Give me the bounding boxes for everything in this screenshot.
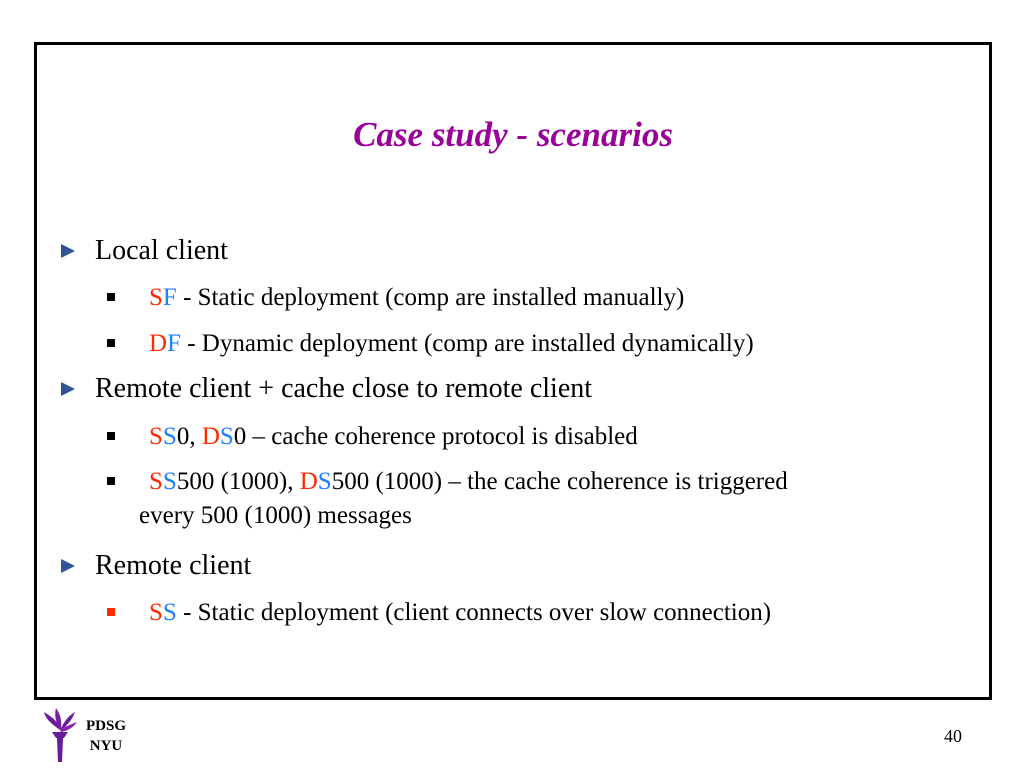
code-ds-part1: D xyxy=(299,468,318,495)
sub-bullet-text: - Dynamic deployment (comp are installed… xyxy=(180,330,754,357)
sub-bullet-text: - Static deployment (client connects ove… xyxy=(176,599,772,626)
sub-bullet-text: 500 (1000), xyxy=(176,468,300,495)
sub-bullet-text: 0, xyxy=(176,423,202,450)
square-bullet-icon xyxy=(107,432,115,440)
footer-org: PDSG NYU xyxy=(86,716,126,756)
arrow-bullet-icon xyxy=(61,559,75,573)
code-ss-part1: S xyxy=(149,468,163,495)
square-bullet-icon xyxy=(107,477,115,485)
bullet-label: Local client xyxy=(95,235,228,266)
code-ds-part2: S xyxy=(317,468,332,495)
bullet-label: Remote client xyxy=(95,550,252,581)
square-bullet-icon xyxy=(107,339,115,347)
code-ss-part1: S xyxy=(149,423,163,450)
square-bullet-icon xyxy=(107,608,115,616)
code-ss-part2: S xyxy=(162,468,177,495)
slide-title: Case study - scenarios xyxy=(353,115,673,154)
bullet-label: Remote client + cache close to remote cl… xyxy=(95,373,593,404)
arrow-bullet-icon xyxy=(61,244,75,258)
sub-bullet-continuation: every 500 (1000) messages xyxy=(139,502,412,529)
code-ss-part1: S xyxy=(149,599,163,626)
footer-org-line1: PDSG xyxy=(86,718,127,734)
sub-bullet-text: - Static deployment (comp are installed … xyxy=(176,284,685,311)
code-ss-part2: S xyxy=(162,423,177,450)
footer-org-line2: NYU xyxy=(89,738,123,754)
code-df-part1: D xyxy=(149,330,168,357)
sub-bullet-text: 0 – cache coherence protocol is disabled xyxy=(233,423,638,450)
code-ss-part2: S xyxy=(162,599,177,626)
code-ds-part2: S xyxy=(219,423,234,450)
slide-frame: Case study - scenarios Local client SF -… xyxy=(34,42,992,700)
square-bullet-icon xyxy=(107,293,115,301)
code-sf-part2: F xyxy=(162,284,177,311)
arrow-bullet-icon xyxy=(61,382,75,396)
torch-icon xyxy=(44,708,77,762)
code-sf-part1: S xyxy=(149,284,163,311)
code-df-part2: F xyxy=(167,330,181,357)
code-ds-part1: D xyxy=(201,423,220,450)
sub-bullet-text: 500 (1000) – the cache coherence is trig… xyxy=(331,468,788,495)
page-number: 40 xyxy=(944,726,962,746)
